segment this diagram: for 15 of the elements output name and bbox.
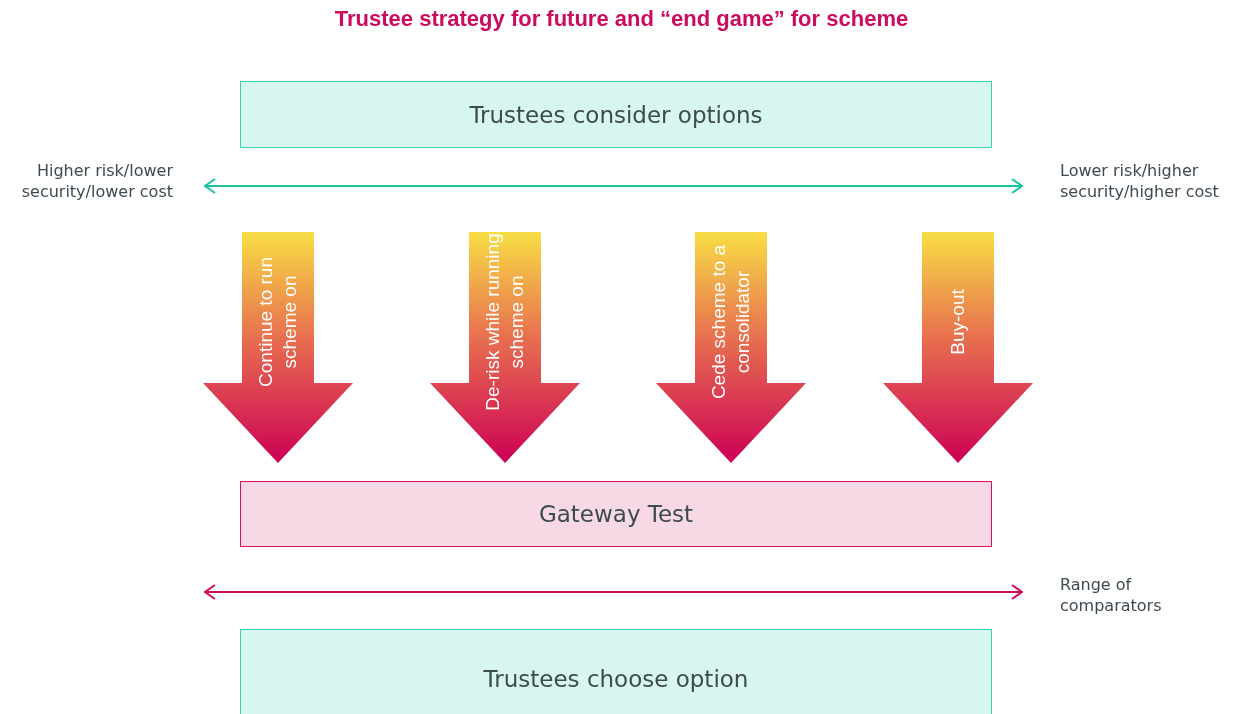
option-label: De-risk while running scheme on <box>481 232 528 413</box>
process-box <box>240 481 992 547</box>
box-label: Gateway Test <box>538 501 694 527</box>
process-box <box>240 81 992 148</box>
scale-end-label: Higher risk/lower security/lower cost <box>4 160 205 202</box>
option-label: Buy-out <box>946 288 969 357</box>
box-label: Trustees choose option <box>483 666 749 692</box>
option-label: Continue to run scheme on <box>254 256 301 389</box>
option-label: Cede scheme to a consolidator <box>707 243 754 402</box>
scale-end-label: Lower risk/higher security/higher cost <box>1022 160 1240 202</box>
double-arrow <box>204 178 1023 194</box>
process-box <box>240 629 992 714</box>
box-label: Trustees consider options <box>469 101 763 128</box>
diagram-title: Trustee strategy for future and “end game” for scheme <box>333 6 910 32</box>
range-label: Range of comparators <box>1060 574 1163 616</box>
